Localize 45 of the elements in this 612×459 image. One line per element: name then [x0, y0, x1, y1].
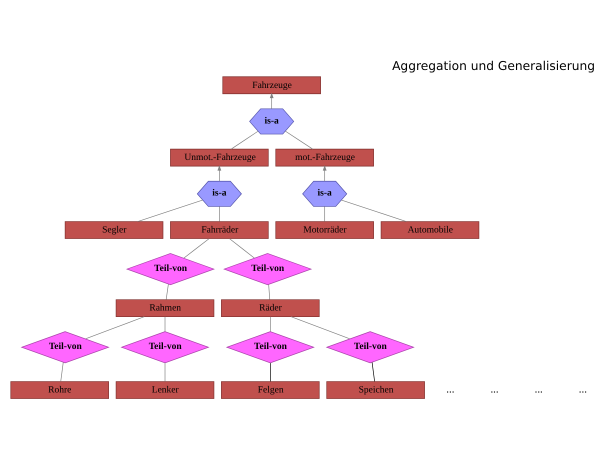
connector: [230, 130, 258, 149]
node-box: Räder: [221, 298, 320, 316]
node-diamond: Teil-von: [326, 330, 415, 363]
arrow: [270, 92, 274, 109]
arrow: [217, 164, 222, 181]
node-box: Motorräder: [275, 220, 374, 238]
node-box: Felgen: [221, 380, 320, 398]
connector: [372, 362, 375, 382]
connector: [268, 284, 270, 300]
connector: [166, 283, 169, 300]
connector: [219, 206, 220, 222]
node-diamond: Teil-von: [223, 252, 312, 285]
connector: [285, 130, 313, 149]
label: ...: [490, 383, 499, 396]
label: ...: [534, 383, 543, 396]
node-box: Rahmen: [116, 298, 214, 316]
node-box: Unmot.-Fahrzeuge: [170, 148, 269, 166]
connector: [60, 362, 64, 382]
connector: [85, 316, 145, 339]
label: ...: [446, 383, 454, 396]
connector: [164, 362, 166, 382]
node-box: Automobile: [380, 220, 480, 238]
node-diamond: Teil-von: [126, 252, 215, 285]
label: ...: [578, 383, 587, 396]
node-box: Rohre: [10, 380, 109, 398]
node-box: Speichen: [326, 380, 425, 398]
connector: [183, 238, 210, 258]
connector: [324, 206, 326, 222]
diagram-title: Aggregation und Generalisierung: [392, 58, 595, 73]
node-box: mot.-Fahrzeuge: [275, 148, 374, 166]
node-box: Fahrzeuge: [222, 76, 321, 94]
arrow: [322, 164, 327, 181]
node-diamond: Teil-von: [120, 330, 210, 363]
node-box: Segler: [64, 220, 164, 238]
connector: [341, 199, 407, 222]
connector: [164, 316, 166, 332]
node-box: Lenker: [116, 380, 214, 398]
node-diamond: Teil-von: [20, 330, 110, 363]
connector: [270, 316, 271, 332]
node-diamond: Teil-von: [226, 330, 315, 363]
connector: [270, 362, 271, 382]
connector: [137, 199, 204, 222]
connector: [290, 316, 350, 339]
node-box: Fahrräder: [170, 220, 269, 238]
connector: [229, 238, 255, 258]
